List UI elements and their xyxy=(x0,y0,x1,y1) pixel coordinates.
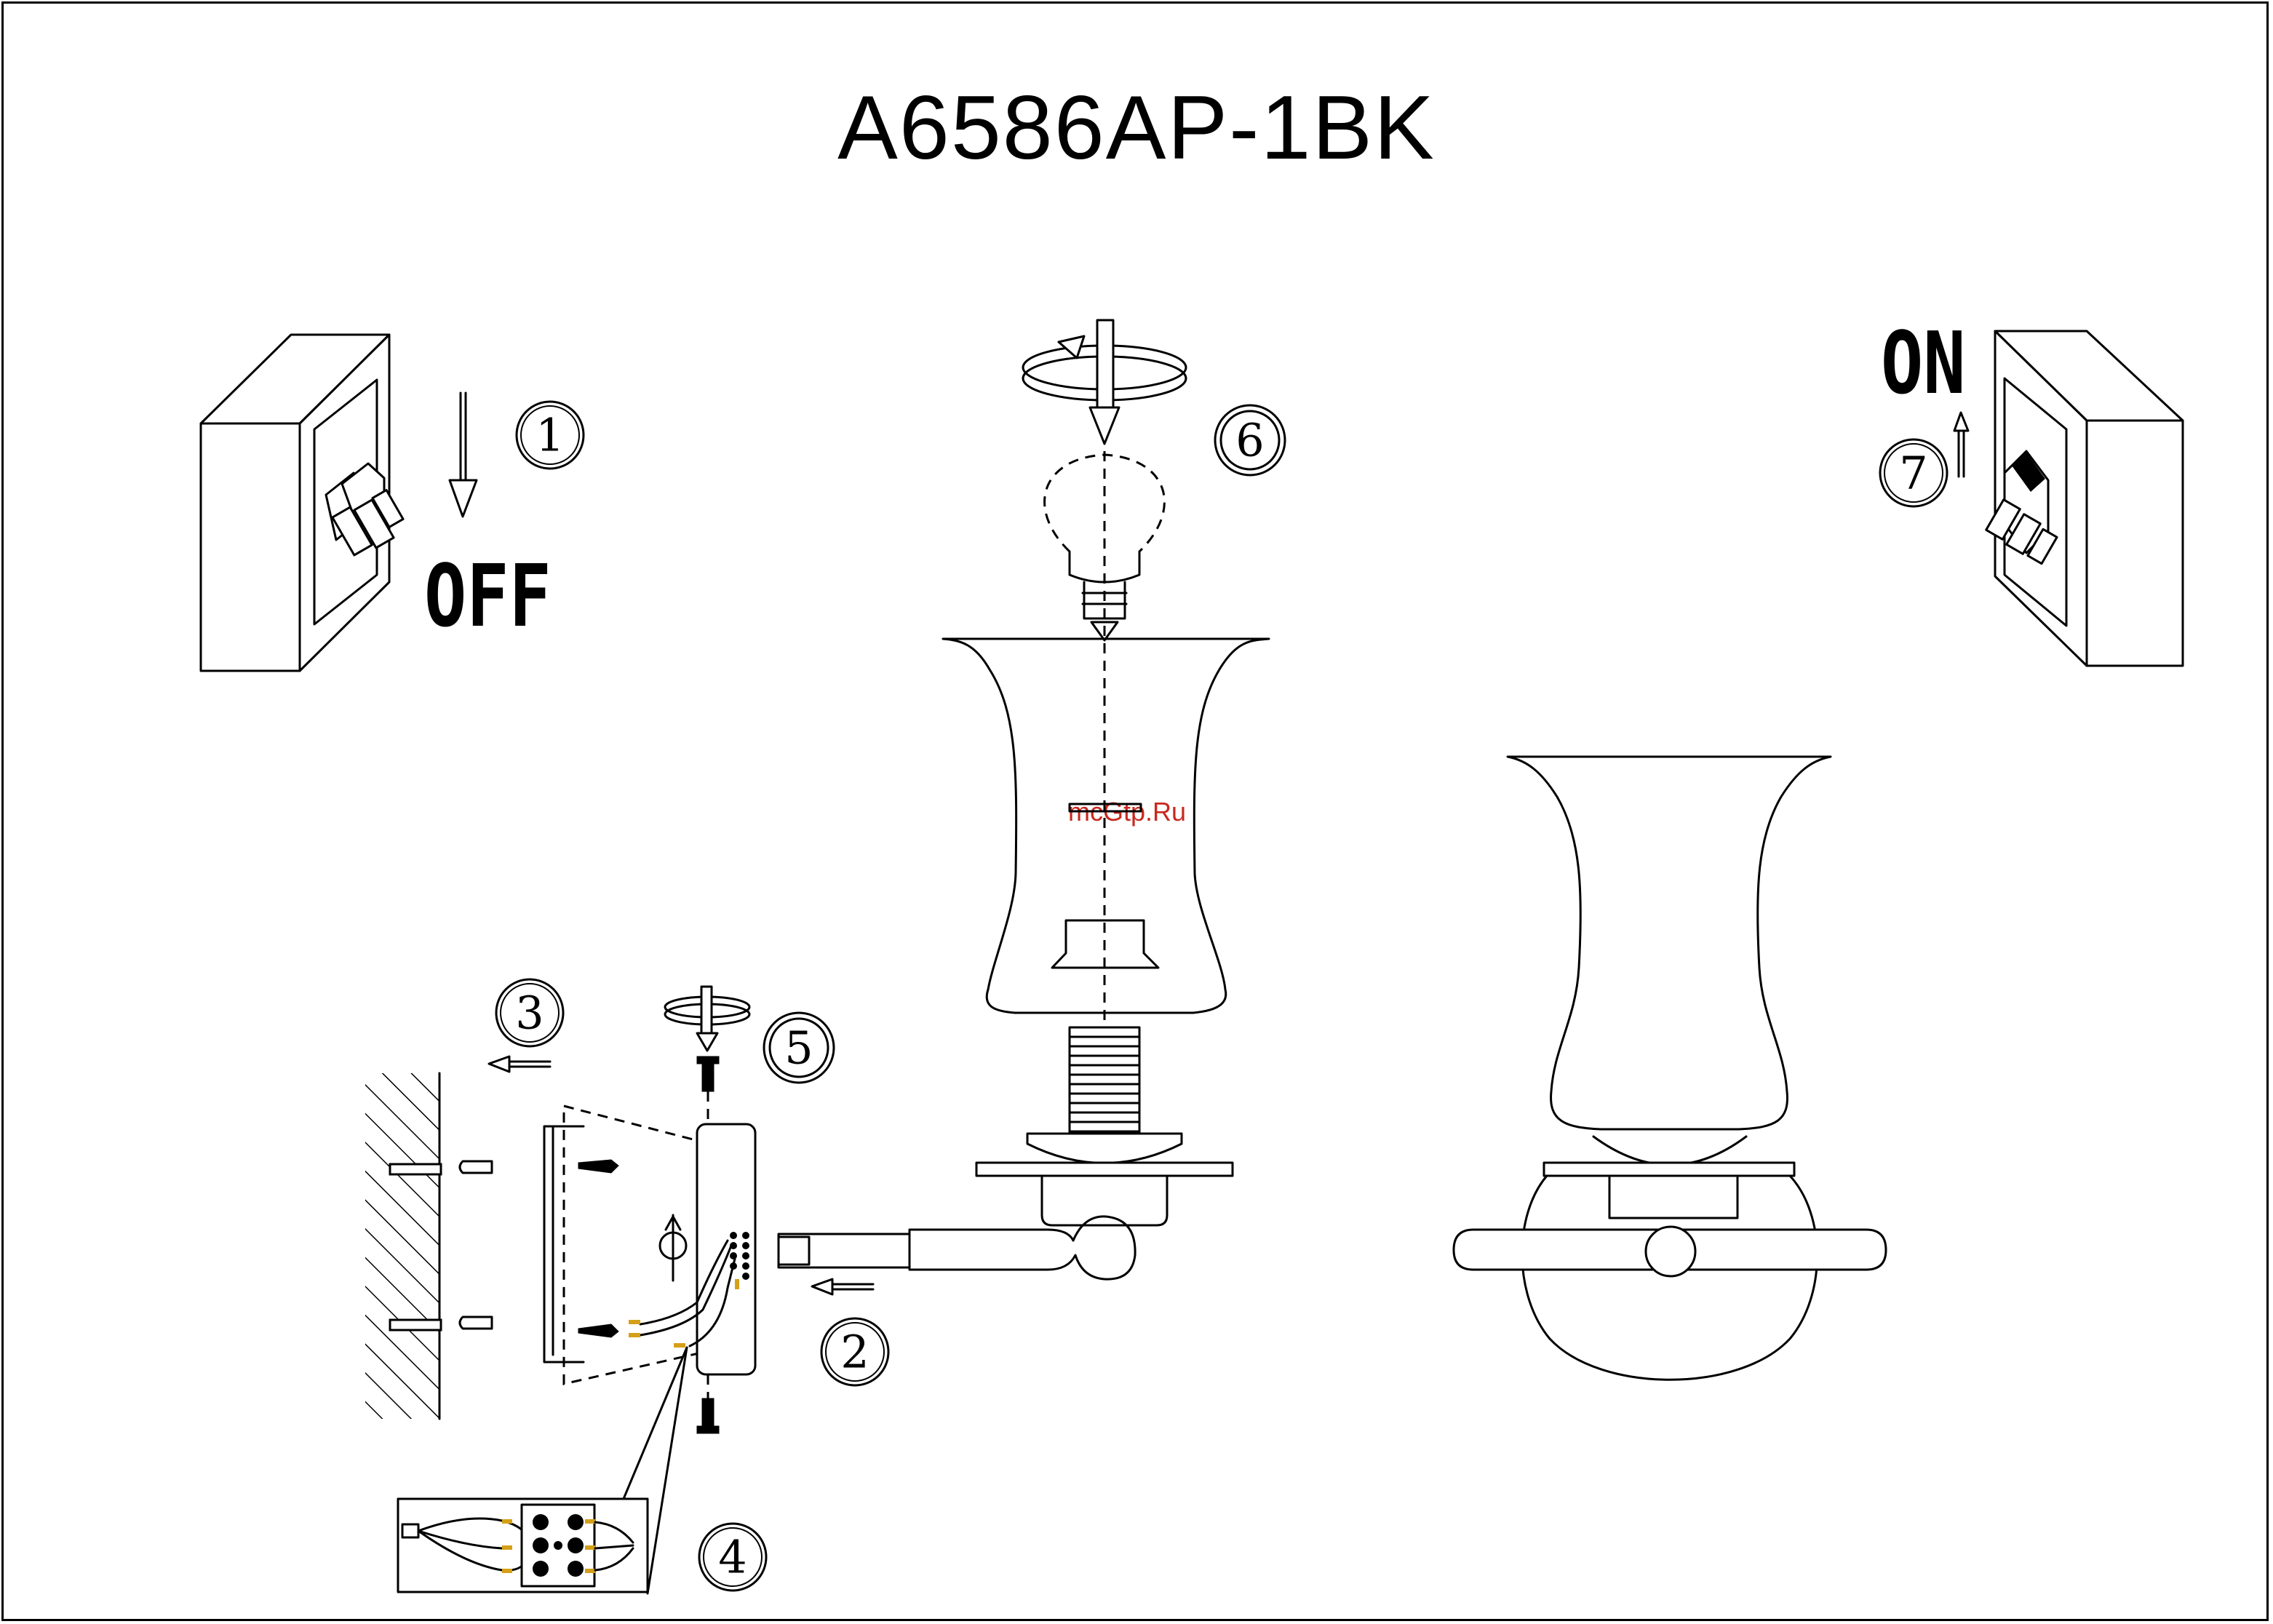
glass-shade-icon xyxy=(943,639,1269,1013)
lamp-holder xyxy=(779,1027,1233,1279)
step-5-number: 5 xyxy=(784,1022,813,1075)
wall-switch-icon xyxy=(201,335,403,671)
wall-switch-icon xyxy=(1986,331,2183,666)
step-6-number: 6 xyxy=(1235,414,1264,467)
mounting-bracket xyxy=(544,1106,698,1384)
arrow-icon xyxy=(489,1056,550,1072)
step-4-number: 4 xyxy=(718,1531,747,1584)
screw-icon xyxy=(697,1056,719,1091)
wall-plug-icon xyxy=(460,1161,492,1329)
arrow-icon xyxy=(812,1279,873,1294)
step-3-number: 3 xyxy=(515,987,544,1040)
step-7-marker: 7 xyxy=(1880,439,1947,506)
terminal-block-icon xyxy=(398,1499,648,1592)
hatched-wall-icon xyxy=(365,1073,441,1419)
assembled-lamp xyxy=(1454,757,1886,1380)
screw-icon xyxy=(697,1398,719,1433)
step-3-marker: 3 xyxy=(496,979,563,1046)
step-5-marker: 5 xyxy=(764,1013,834,1083)
step-6-marker: 6 xyxy=(1215,405,1285,475)
callout-line xyxy=(624,1348,687,1499)
back-plate xyxy=(629,1124,755,1374)
arrow-icon xyxy=(1954,413,1968,477)
callout-line xyxy=(648,1348,687,1593)
step-2-marker: 2 xyxy=(821,1318,888,1385)
rotate-arrow-icon xyxy=(665,987,749,1051)
rotate-arrow-icon xyxy=(1023,320,1186,444)
step-1-number: 1 xyxy=(536,409,564,462)
step-1-marker: 1 xyxy=(517,402,584,469)
step-7-number: 7 xyxy=(1899,447,1927,500)
arrow-icon xyxy=(450,393,477,517)
step-4-marker: 4 xyxy=(699,1524,766,1591)
step-2-number: 2 xyxy=(840,1326,869,1379)
